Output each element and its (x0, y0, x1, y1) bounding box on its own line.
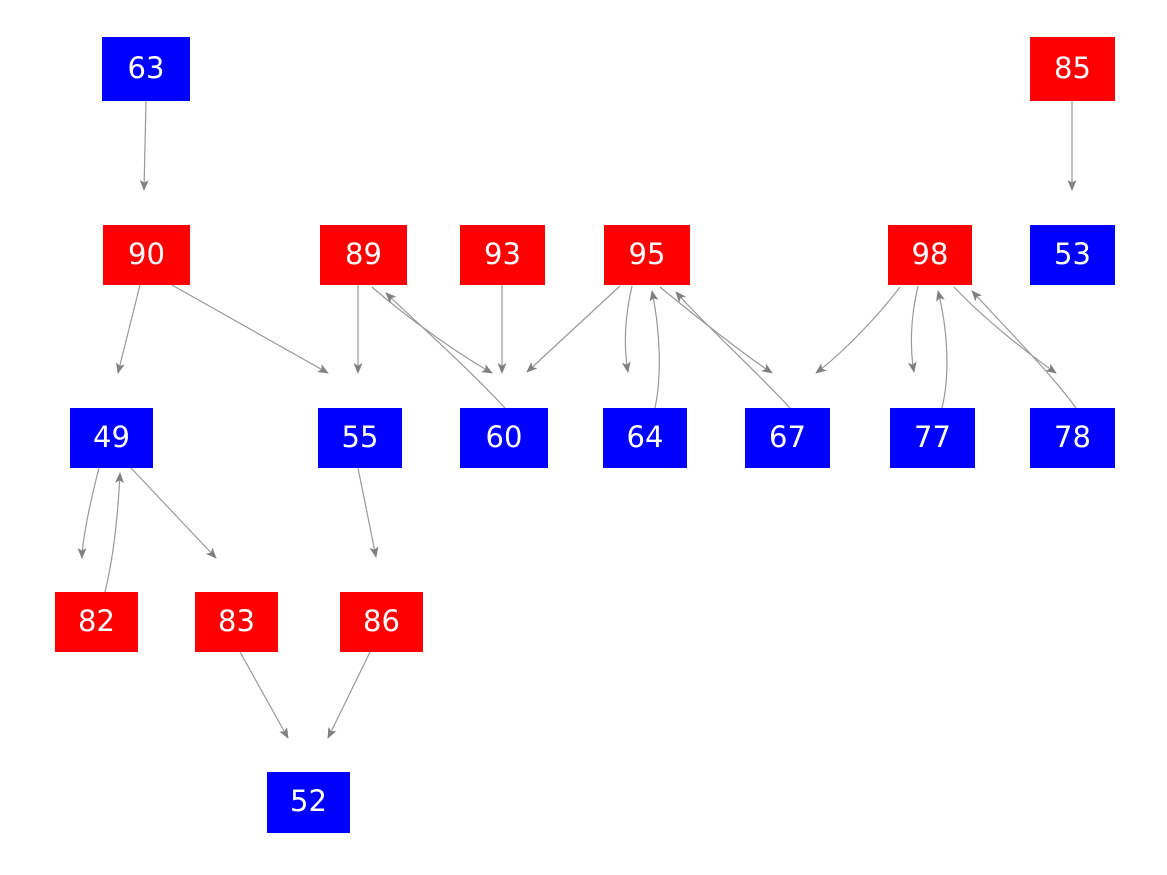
graph-edge-67-to-95 (675, 291, 791, 409)
graph-node-label: 77 (914, 419, 951, 454)
graph-edge-89-to-60 (371, 286, 493, 374)
graph-node-64[interactable]: 64 (603, 408, 687, 468)
graph-edge-95-to-67 (659, 286, 773, 374)
graph-node-55[interactable]: 55 (318, 408, 402, 468)
graph-node-90[interactable]: 90 (103, 225, 190, 285)
graph-node-label: 82 (78, 603, 115, 638)
graph-node-86[interactable]: 86 (340, 592, 423, 652)
graph-node-label: 53 (1054, 236, 1091, 271)
graph-node-67[interactable]: 67 (745, 408, 830, 468)
graph-edge-95-to-64 (621, 285, 633, 373)
graph-node-93[interactable]: 93 (460, 225, 545, 285)
graph-node-52[interactable]: 52 (267, 772, 350, 833)
graph-node-label: 89 (345, 236, 382, 271)
graph-node-label: 63 (127, 50, 165, 85)
graph-node-label: 85 (1054, 50, 1091, 85)
graph-edge-95-to-60 (526, 285, 621, 373)
graph-node-label: 55 (341, 419, 379, 454)
graph-edge-98-to-67 (815, 286, 901, 374)
graph-node-89[interactable]: 89 (320, 225, 407, 285)
graph-node-label: 83 (218, 603, 255, 638)
graph-edge-82-to-49 (104, 472, 125, 593)
graph-node-49[interactable]: 49 (70, 408, 153, 468)
graph-edge-78-to-98 (971, 290, 1077, 409)
graph-node-label: 78 (1054, 419, 1091, 454)
graph-edge-83-to-52 (239, 651, 289, 739)
graph-node-label: 90 (128, 236, 165, 271)
graph-node-label: 98 (911, 236, 949, 271)
graph-node-label: 67 (769, 419, 806, 454)
graph-node-95[interactable]: 95 (604, 225, 690, 285)
graph-edge-49-to-83 (130, 467, 217, 559)
graph-node-label: 64 (626, 419, 664, 454)
graph-node-98[interactable]: 98 (888, 225, 972, 285)
graph-edge-49-to-82 (77, 467, 100, 559)
graph-node-78[interactable]: 78 (1030, 408, 1115, 468)
graph-node-label: 52 (290, 784, 327, 818)
graph-node-83[interactable]: 83 (195, 592, 278, 652)
graph-node-63[interactable]: 63 (102, 37, 190, 101)
graph-node-77[interactable]: 77 (890, 408, 975, 468)
graph-node-60[interactable]: 60 (460, 408, 548, 468)
graph-edge-90-to-49 (116, 284, 141, 374)
graph-edge-64-to-95 (649, 290, 660, 409)
graph-node-label: 86 (363, 603, 400, 638)
graph-node-53[interactable]: 53 (1030, 225, 1115, 285)
graph-edge-60-to-89 (385, 292, 506, 409)
graph-node-label: 95 (628, 236, 666, 271)
graph-edge-90-to-55 (171, 284, 329, 374)
graph-node-85[interactable]: 85 (1030, 37, 1115, 101)
graph-node-label: 93 (484, 236, 521, 271)
graph-edge-86-to-52 (327, 651, 371, 739)
graph-edge-63-to-90 (139, 100, 149, 191)
graph-node-label: 60 (485, 419, 523, 454)
graph-edge-98-to-78 (953, 286, 1057, 374)
graph-node-82[interactable]: 82 (55, 592, 138, 652)
graph-node-label: 49 (93, 419, 130, 454)
graph-edge-98-to-77 (907, 285, 919, 373)
graph-edge-77-to-98 (936, 290, 948, 409)
graph-edge-55-to-86 (357, 467, 379, 558)
